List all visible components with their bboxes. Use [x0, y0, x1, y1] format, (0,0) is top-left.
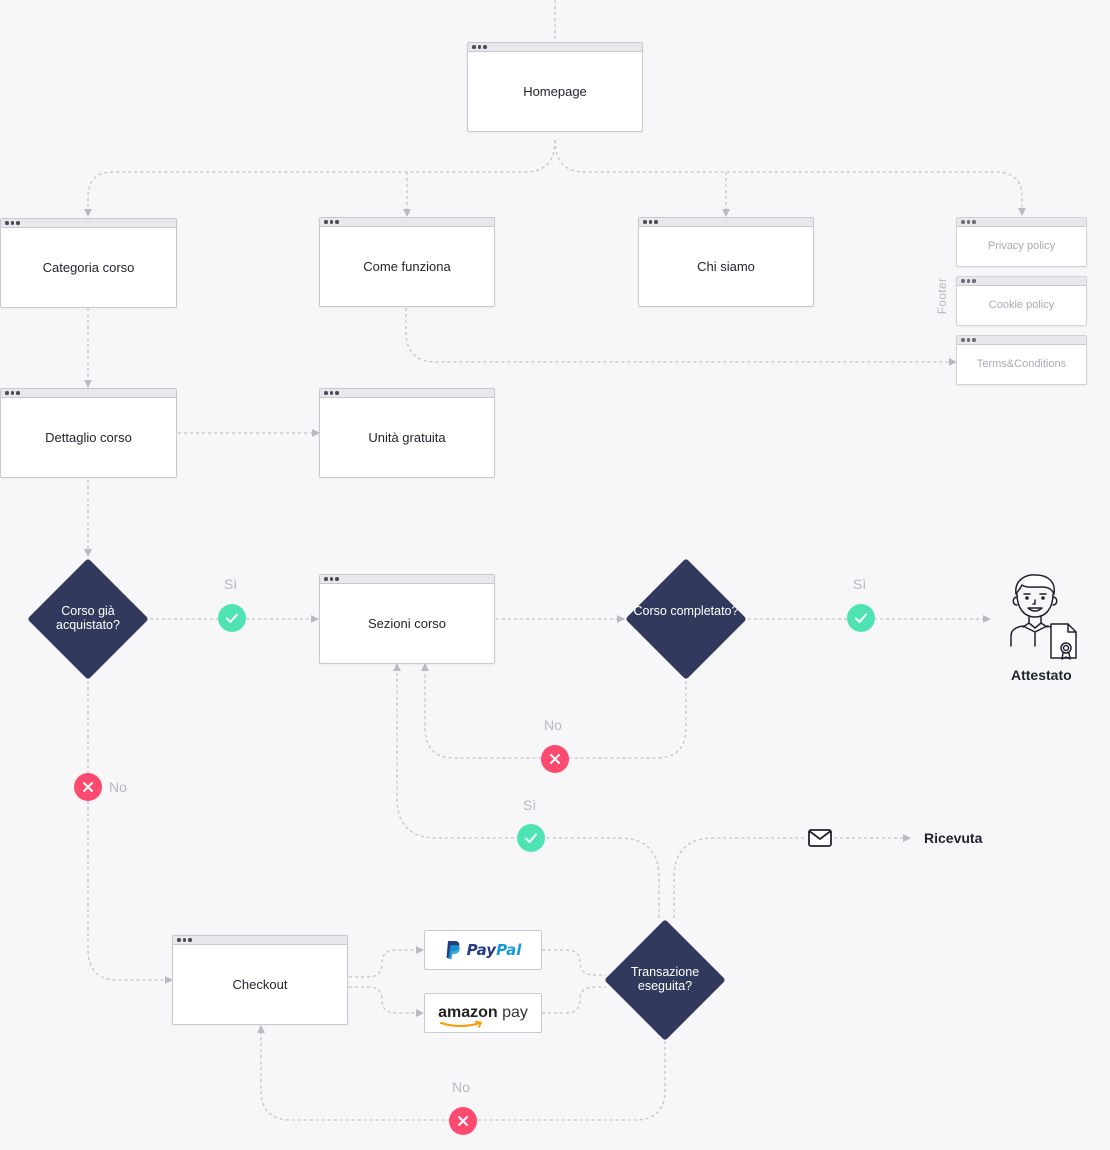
- page-privacy-policy[interactable]: Privacy policy: [956, 217, 1087, 267]
- window-dots-icon: [643, 220, 660, 224]
- window-dots-icon: [5, 221, 22, 225]
- window-dots-icon: [5, 391, 22, 395]
- page-sezioni-corso[interactable]: Sezioni corso: [319, 574, 495, 664]
- page-come-funziona[interactable]: Come funziona: [319, 217, 495, 307]
- page-checkout[interactable]: Checkout: [172, 935, 348, 1025]
- amazon-smile-icon: [440, 1021, 482, 1028]
- check-icon: [218, 604, 246, 632]
- edge-label-si: Sì: [523, 797, 537, 813]
- payment-amazon-pay[interactable]: amazon pay: [424, 993, 542, 1033]
- graduate-certificate-icon: [1010, 574, 1077, 660]
- terminal-ricevuta: Ricevuta: [924, 830, 983, 846]
- envelope-icon: [808, 829, 832, 847]
- decision-acquistato-label: Corso già acquistato?: [56, 604, 120, 632]
- page-label: Categoria corso: [42, 259, 135, 275]
- page-label: Cookie policy: [988, 299, 1055, 311]
- page-categoria-corso[interactable]: Categoria corso: [0, 218, 177, 308]
- footer-group-label: Footer: [935, 277, 949, 315]
- edge-label-no: No: [452, 1079, 470, 1095]
- edge-transazione-mail: [673, 837, 806, 918]
- edge-amazon-transazione: [542, 986, 606, 1014]
- page-label: Unità gratuita: [368, 429, 446, 445]
- cross-icon: [74, 773, 102, 801]
- edge-label-si: Sì: [224, 576, 238, 592]
- edge-checkout-paypal: [349, 946, 424, 978]
- edge-acquistato-checkout: [87, 681, 173, 984]
- page-chi-siamo[interactable]: Chi siamo: [638, 217, 814, 307]
- edge-label-si: Sì: [853, 576, 867, 592]
- check-icon: [517, 824, 545, 852]
- page-label: Terms&Conditions: [976, 358, 1067, 370]
- paypal-logo-icon: [446, 941, 460, 959]
- window-dots-icon: [324, 220, 341, 224]
- window-dots-icon: [472, 45, 489, 49]
- page-terms-conditions[interactable]: Terms&Conditions: [956, 335, 1087, 385]
- edge-transazione-si: [393, 663, 660, 918]
- window-dots-icon: [324, 391, 341, 395]
- page-homepage[interactable]: Homepage: [467, 42, 643, 132]
- page-label: Dettaglio corso: [45, 429, 132, 445]
- decision-transazione-label: Transazione eseguita?: [630, 965, 700, 993]
- cross-icon: [541, 745, 569, 773]
- page-label: Chi siamo: [697, 258, 755, 274]
- edge-label-no: No: [544, 717, 562, 733]
- amazon-pay-wordmark: amazon pay: [438, 1004, 528, 1028]
- page-label: Checkout: [232, 976, 288, 992]
- edge-transazione-no: [257, 1025, 666, 1121]
- window-dots-icon: [961, 220, 978, 224]
- terminal-attestato: Attestato: [1011, 667, 1072, 683]
- page-label: Privacy policy: [987, 240, 1056, 252]
- edge-home-categoria: [84, 139, 556, 217]
- decision-completato-label: Corso completato?: [633, 604, 739, 618]
- edge-checkout-amazon: [349, 986, 424, 1017]
- edge-home-footer: [554, 139, 1026, 216]
- paypal-wordmark: PayPal: [466, 941, 522, 959]
- page-cookie-policy[interactable]: Cookie policy: [956, 276, 1087, 326]
- cross-icon: [449, 1107, 477, 1135]
- window-dots-icon: [177, 938, 194, 942]
- edge-label-no: No: [109, 779, 127, 795]
- page-label: Homepage: [523, 83, 587, 99]
- window-dots-icon: [961, 338, 978, 342]
- edge-come-terms: [405, 308, 957, 366]
- window-dots-icon: [324, 577, 341, 581]
- page-label: Sezioni corso: [367, 615, 447, 631]
- edge-paypal-transazione: [542, 949, 606, 976]
- page-label: Come funziona: [363, 258, 451, 274]
- window-dots-icon: [961, 279, 978, 283]
- payment-paypal[interactable]: PayPal: [424, 930, 542, 970]
- edge-completato-no: [421, 663, 687, 759]
- check-icon: [847, 604, 875, 632]
- page-unita-gratuita[interactable]: Unità gratuita: [319, 388, 495, 478]
- page-dettaglio-corso[interactable]: Dettaglio corso: [0, 388, 177, 478]
